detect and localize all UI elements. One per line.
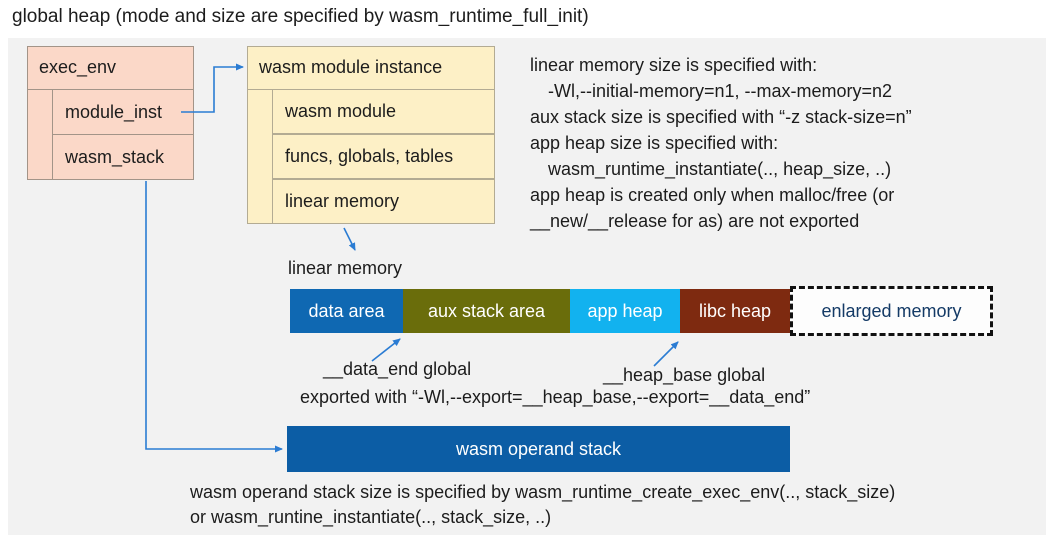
note-line: -Wl,--initial-memory=n1, --max-memory=n2 — [548, 81, 893, 101]
segment-enlarged-memory: enlarged memory — [790, 286, 993, 336]
operand-stack-note: or wasm_runtine_instantiate(.., stack_si… — [190, 507, 552, 527]
note-line: aux stack size is specified with “-z sta… — [530, 107, 912, 127]
exported-with-label: exported with “-Wl,--export=__heap_base,… — [300, 387, 811, 407]
heap-base-global-label: __heap_base global — [603, 365, 766, 385]
data-end-global-label: __data_end global — [323, 359, 472, 379]
segment-libc-heap: libc heap — [680, 289, 790, 333]
exec-env-row-wasm-stack: wasm_stack — [52, 134, 194, 180]
exec-env-row-module-inst: module_inst — [52, 89, 194, 135]
module-instance-header: wasm module instance — [247, 46, 495, 90]
note-line: app heap size is specified with: — [530, 133, 779, 153]
memory-size-notes: linear memory size is specified with: -W… — [530, 52, 1042, 234]
module-instance-row-linear-memory: linear memory — [272, 179, 495, 224]
note-line: wasm_runtime_instantiate(.., heap_size, … — [548, 159, 892, 179]
module-instance-row-funcs-globals-tables: funcs, globals, tables — [272, 134, 495, 179]
module-instance-row-wasm-module: wasm module — [272, 89, 495, 134]
wasm-operand-stack-box: wasm operand stack — [287, 426, 790, 472]
exec-env-header: exec_env — [27, 46, 194, 90]
operand-stack-note: wasm operand stack size is specified by … — [190, 482, 896, 502]
segment-aux-stack-area: aux stack area — [403, 289, 570, 333]
note-line: linear memory size is specified with: — [530, 55, 818, 75]
note-line: app heap is created only when malloc/fre… — [530, 185, 895, 205]
note-line: __new/__release for as) are not exported — [530, 211, 860, 231]
segment-app-heap: app heap — [570, 289, 680, 333]
segment-data-area: data area — [290, 289, 403, 333]
diagram-title: global heap (mode and size are specified… — [12, 6, 589, 27]
linear-memory-label: linear memory — [288, 258, 403, 278]
